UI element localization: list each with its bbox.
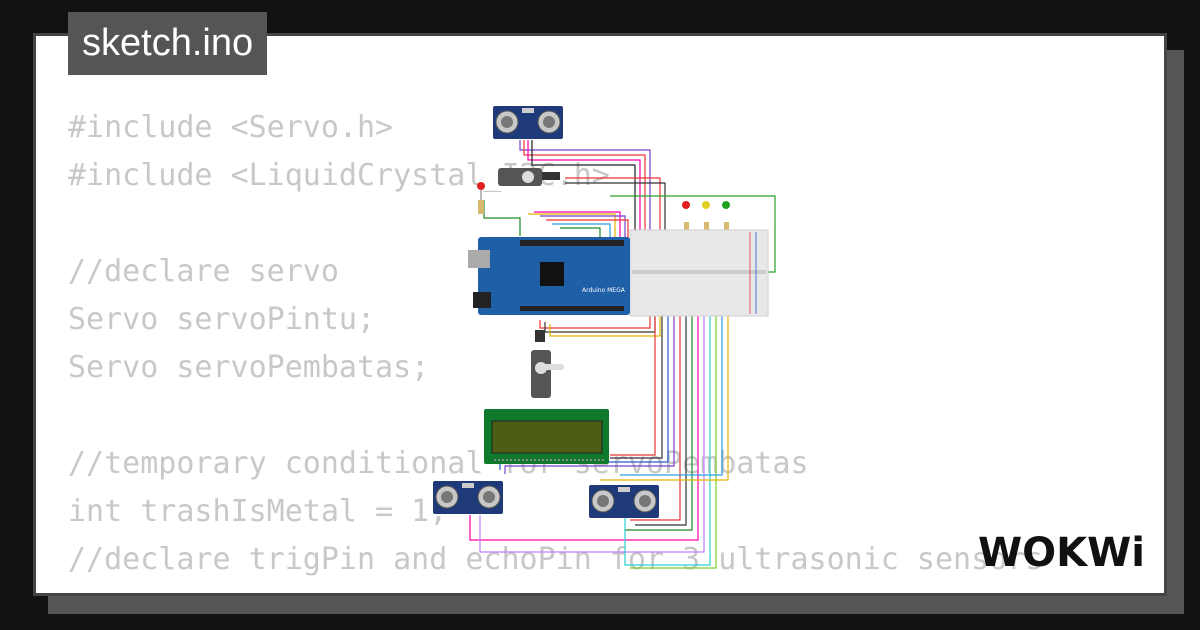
code-line: #include <Servo.h> bbox=[68, 110, 394, 145]
servo-top bbox=[498, 168, 560, 186]
ultrasonic-sensor-left bbox=[433, 481, 503, 514]
wokwi-logo-text: WOKWi bbox=[978, 530, 1145, 576]
breadboard bbox=[629, 229, 769, 317]
code-line: Servo servoPintu; bbox=[68, 302, 376, 337]
wokwi-logo: WOKWi bbox=[978, 530, 1145, 576]
code-line: int trashIsMetal = 1; bbox=[68, 494, 448, 529]
servo-middle bbox=[531, 330, 564, 398]
file-title-tab: sketch.ino bbox=[68, 12, 268, 75]
led-indicators bbox=[477, 182, 730, 236]
ultrasonic-sensor-top bbox=[493, 106, 563, 139]
board-label: Arduino MEGA bbox=[582, 287, 626, 294]
code-listing: #include <Servo.h>#include <LiquidCrysta… bbox=[68, 104, 1044, 593]
code-line: Servo servoPembatas; bbox=[68, 350, 430, 385]
code-line: //declare trigPin and echoPin for 3 ultr… bbox=[68, 542, 1044, 577]
code-line: const int trigPin1 = 2; bbox=[68, 584, 1043, 593]
ultrasonic-sensor-right bbox=[589, 485, 659, 518]
code-line: //declare servo bbox=[68, 254, 339, 289]
lcd-display bbox=[484, 409, 609, 464]
arduino-mega-board: Arduino MEGA bbox=[468, 237, 630, 315]
